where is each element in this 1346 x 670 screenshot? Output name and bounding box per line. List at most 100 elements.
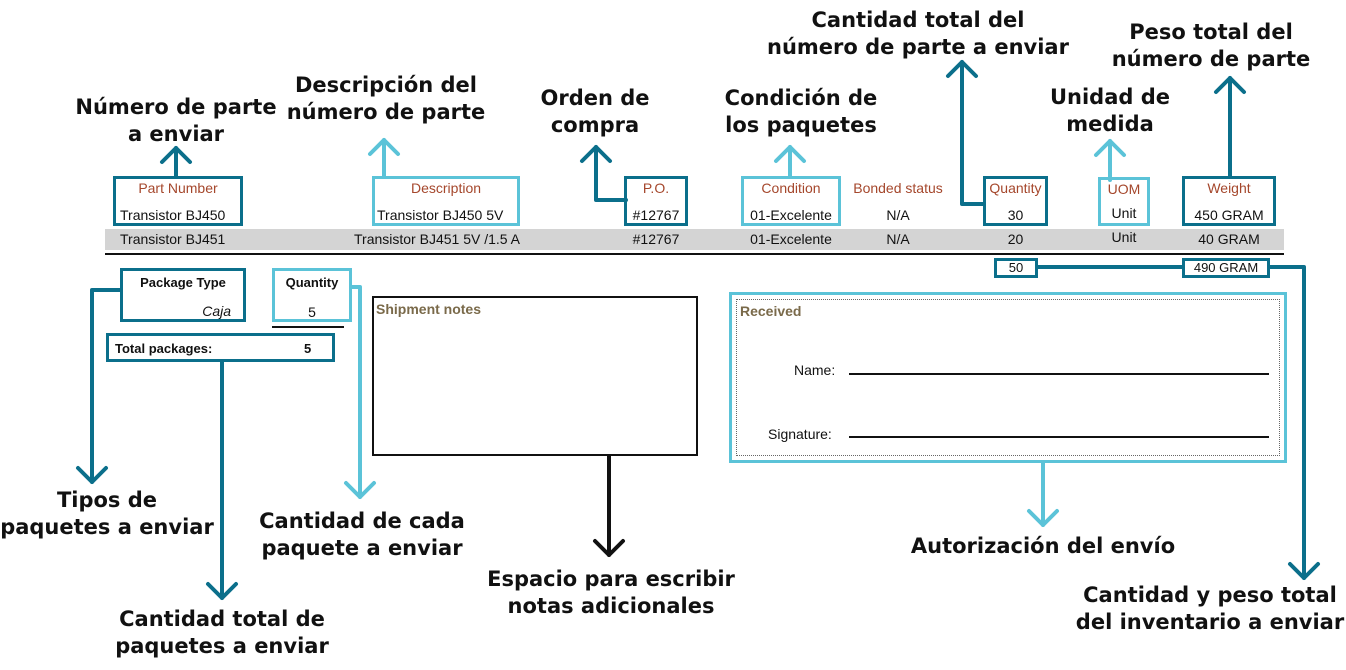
arrow-uom xyxy=(1094,139,1126,182)
annotation-line: paquetes a enviar xyxy=(0,515,214,539)
annotation-po: Orden de compra xyxy=(520,85,670,139)
annotation-inventory-totals: Cantidad y peso total del inventario a e… xyxy=(1074,582,1346,636)
package-type-value: Caja xyxy=(202,303,231,319)
arrow-part-number xyxy=(160,146,192,178)
annotation-line: medida xyxy=(1066,112,1154,136)
annotation-line: número de parte a enviar xyxy=(767,35,1069,59)
annotation-line: Cantidad de cada xyxy=(259,509,465,533)
name-label: Name: xyxy=(794,362,836,378)
arrow-total-weight xyxy=(1214,76,1246,179)
annotation-line: número de parte xyxy=(286,100,486,124)
annotation-line: Cantidad total de xyxy=(119,607,325,631)
highlight-weight xyxy=(1182,176,1276,226)
package-type-label: Package Type xyxy=(140,275,226,290)
header-description: Description xyxy=(410,180,482,196)
header-part-number: Part Number xyxy=(138,180,218,196)
package-quantity-label: Quantity xyxy=(285,275,339,290)
annotation-description: Descripción del número de parte xyxy=(266,72,506,126)
cell-weight: 40 GRAM xyxy=(1198,231,1260,247)
cell-condition: 01-Excelente xyxy=(750,231,832,247)
cell-quantity: 20 xyxy=(1007,231,1024,247)
annotation-condition: Condición de los paquetes xyxy=(706,85,896,139)
annotation-line: número de parte xyxy=(1111,47,1311,71)
header-uom: UOM xyxy=(1107,181,1141,197)
total-packages-box: Total packages: 5 xyxy=(106,333,335,362)
total-packages-label: Total packages: xyxy=(115,341,213,356)
cell-description: Transistor BJ451 5V /1.5 A xyxy=(354,231,521,247)
cell-bonded-status: N/A xyxy=(886,231,910,247)
table-divider xyxy=(105,253,1284,255)
arrow-description xyxy=(368,138,400,178)
annotation-package-quantity: Cantidad de cada paquete a enviar xyxy=(252,508,472,562)
highlight-po xyxy=(624,176,688,226)
cell-bonded-status: N/A xyxy=(886,207,910,223)
annotation-line: notas adicionales xyxy=(507,594,715,618)
annotation-authorization: Autorización del envío xyxy=(900,533,1186,560)
table-row-shade xyxy=(105,229,1284,250)
highlight-uom xyxy=(1098,177,1150,226)
annotation-line: del inventario a enviar xyxy=(1075,610,1345,634)
annotation-line: los paquetes xyxy=(725,113,877,137)
annotation-line: paquetes a enviar xyxy=(115,634,329,658)
package-quantity-box: Quantity 5 xyxy=(272,268,352,322)
annotation-line: Descripción del xyxy=(294,73,478,97)
annotation-total-packages: Cantidad total de paquetes a enviar xyxy=(104,606,340,660)
signature-label: Signature: xyxy=(768,426,832,442)
arrow-total-quantity xyxy=(946,60,986,206)
arrow-package-types xyxy=(76,288,122,484)
highlight-condition xyxy=(741,176,841,226)
annotation-line: Orden de xyxy=(540,86,650,110)
arrow-notes-space xyxy=(593,454,625,557)
shipment-notes-box[interactable]: Shipment notes xyxy=(372,296,698,456)
annotation-line: Cantidad y peso total xyxy=(1083,583,1337,607)
quantity-underline xyxy=(272,326,344,328)
cell-uom: Unit xyxy=(1111,229,1137,245)
annotation-line: compra xyxy=(550,113,640,137)
highlight-part-number xyxy=(113,176,243,226)
arrow-authorization xyxy=(1027,461,1059,527)
cell-quantity: 30 xyxy=(1007,207,1024,223)
annotation-notes-space: Espacio para escribir notas adicionales xyxy=(476,566,746,620)
arrow-po xyxy=(580,145,628,202)
annotation-line: Peso total del xyxy=(1129,20,1293,44)
annotation-line: Unidad de xyxy=(1049,85,1171,109)
annotation-line: Número de parte xyxy=(75,95,277,119)
highlight-description xyxy=(372,176,520,226)
name-signature-line[interactable] xyxy=(849,373,1269,375)
header-bonded-status: Bonded status xyxy=(853,180,943,196)
header-po: P.O. xyxy=(642,180,670,196)
cell-condition: 01-Excelente xyxy=(750,207,832,223)
cell-part-number: Transistor BJ451 xyxy=(120,231,226,247)
annotation-package-types: Tipos de paquetes a enviar xyxy=(0,487,214,541)
header-condition: Condition xyxy=(761,180,821,196)
annotation-uom: Unidad de medida xyxy=(1040,84,1180,138)
arrow-package-quantity xyxy=(344,285,376,499)
highlight-quantity xyxy=(983,176,1048,226)
annotation-line: a enviar xyxy=(127,122,225,146)
signature-line[interactable] xyxy=(849,436,1269,438)
annotation-total-weight: Peso total del número de parte xyxy=(1098,19,1324,73)
annotation-line: Autorización del envío xyxy=(910,534,1176,558)
arrow-condition xyxy=(774,145,806,178)
annotation-line: paquete a enviar xyxy=(261,536,463,560)
cell-po: #12767 xyxy=(632,231,680,247)
cell-po: #12767 xyxy=(632,207,680,223)
shipment-notes-title: Shipment notes xyxy=(376,301,482,317)
arrow-total-packages xyxy=(206,360,238,600)
cell-part-number: Transistor BJ450 xyxy=(120,207,226,223)
cell-weight: 450 GRAM xyxy=(1194,207,1264,223)
header-weight: Weight xyxy=(1207,180,1251,196)
annotation-part-number: Número de parte a enviar xyxy=(48,94,304,148)
annotation-line: Tipos de xyxy=(56,488,158,512)
cell-description: Transistor BJ450 5V xyxy=(377,207,504,223)
arrow-inventory-totals xyxy=(1036,265,1320,580)
received-box: Received Name: Signature: xyxy=(729,292,1287,463)
received-inner-border xyxy=(736,299,1280,456)
package-quantity-value: 5 xyxy=(308,304,316,320)
received-title: Received xyxy=(740,303,802,319)
header-quantity: Quantity xyxy=(989,180,1042,196)
annotation-line: Espacio para escribir xyxy=(487,567,735,591)
annotation-line: Cantidad total del xyxy=(811,8,1025,32)
total-quantity: 50 xyxy=(994,258,1038,278)
total-packages-value: 5 xyxy=(304,341,312,356)
